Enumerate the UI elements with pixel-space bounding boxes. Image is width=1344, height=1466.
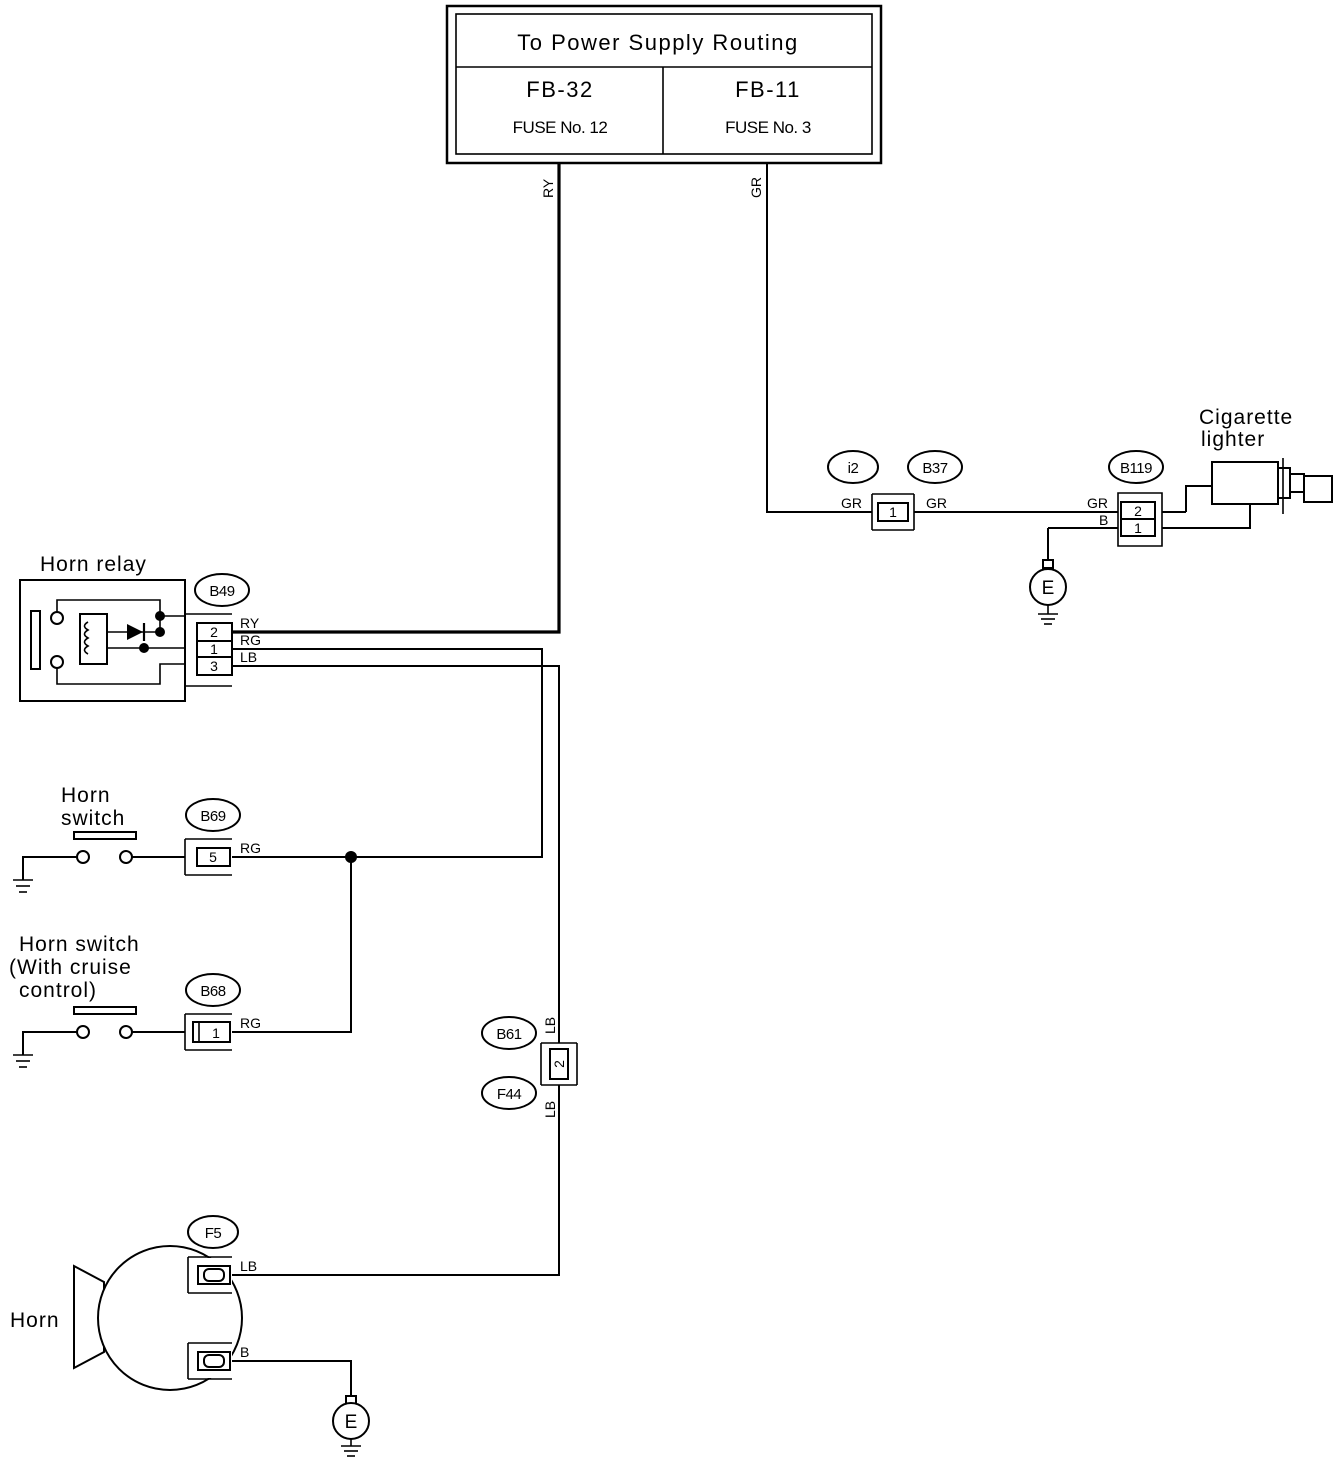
horn-switch-label-2: switch [61, 807, 125, 830]
horn-switch-cruise-label-2: (With cruise [9, 956, 132, 979]
cigarette-lighter-label-1: Cigarette [1199, 406, 1293, 429]
pin-b119-1: 1 [1134, 520, 1142, 536]
fuse-number-12: FUSE No. 12 [513, 118, 608, 137]
connector-tag-i2: i2 [848, 460, 859, 477]
cigarette-lighter-label-2: lighter [1201, 428, 1265, 451]
connector-tag-b119: B119 [1120, 460, 1152, 477]
connector-tag-b49: B49 [209, 583, 234, 600]
horn-relay-label: Horn relay [40, 553, 147, 576]
horn-switch-cruise: Horn switch (With cruise control) [9, 933, 185, 1068]
wire-label-ry-vertical: RY [540, 178, 556, 198]
fuse-box-fb11: FB-11 [735, 77, 801, 102]
ground-e-horn: E [232, 1360, 370, 1457]
connector-tag-b69: B69 [200, 808, 225, 825]
connector-tag-b37: B37 [922, 460, 947, 477]
horn-label: Horn [10, 1309, 60, 1332]
wire-label-lb-horn: LB [240, 1258, 257, 1274]
horn-relay: Horn relay [19, 553, 186, 702]
wire-label-ry-relay: RY [240, 615, 260, 631]
cigarette-lighter: Cigarette lighter [1199, 406, 1333, 514]
wire-label-rg-relay: RG [240, 632, 261, 648]
connector-b49: B49 2 1 3 RY RG LB [184, 573, 261, 687]
fuse-number-3: FUSE No. 3 [725, 118, 811, 137]
connector-tag-b61: B61 [496, 1026, 521, 1043]
pin-b119-2: 2 [1134, 503, 1142, 519]
connector-b61-f44: B61 F44 2 [481, 1016, 578, 1110]
wire-label-gr-b37: GR [926, 495, 947, 511]
pin-b49-2: 2 [210, 624, 218, 640]
wire-gr: GR GR GR GR [748, 163, 1118, 513]
wire-label-b-horn: B [240, 1344, 249, 1360]
pin-b69-5: 5 [209, 849, 217, 865]
connector-b69: B69 5 RG [184, 798, 261, 876]
wire-lb: LB LB [232, 665, 560, 1276]
power-box-title: To Power Supply Routing [517, 30, 799, 55]
horn-switch-cruise-label-3: control) [19, 979, 97, 1002]
horn: Horn LB B [10, 1245, 257, 1391]
wire-label-gr-vertical: GR [748, 177, 764, 198]
connector-tag-b68: B68 [200, 983, 225, 1000]
wire-label-lb-f44: LB [542, 1101, 558, 1118]
wire-label-gr-i2: GR [841, 495, 862, 511]
horn-switch-cruise-label-1: Horn switch [19, 933, 140, 956]
connector-tag-f5: F5 [205, 1225, 222, 1242]
ground-label-horn: E [345, 1412, 358, 1433]
wire-label-rg-b69: RG [240, 840, 261, 856]
pin-i2-1: 1 [889, 504, 897, 520]
connector-tag-f44: F44 [497, 1086, 522, 1103]
wire-label-lb-b61: LB [542, 1017, 558, 1034]
wire-label-lb-relay: LB [240, 649, 257, 665]
wire-rg [232, 648, 543, 1033]
connector-i2-b37: i2 B37 1 [827, 450, 963, 531]
connector-b119: B119 2 1 B [1048, 450, 1251, 547]
horn-switch: Horn switch [13, 784, 185, 893]
ground-e-lighter: E [1029, 528, 1067, 625]
pin-b61-2: 2 [551, 1060, 567, 1068]
connector-f5: F5 [187, 1215, 239, 1249]
pin-b68-1: 1 [212, 1025, 220, 1041]
pin-b49-1: 1 [210, 641, 218, 657]
wire-label-gr-b119: GR [1087, 495, 1108, 511]
horn-switch-label-1: Horn [61, 784, 111, 807]
wire-label-rg-b68: RG [240, 1015, 261, 1031]
ground-label-lighter: E [1042, 578, 1055, 599]
pin-b49-3: 3 [210, 658, 218, 674]
wire-ry: RY [232, 163, 561, 634]
wire-label-b-b119: B [1099, 512, 1108, 528]
fuse-box-fb32: FB-32 [526, 77, 593, 102]
connector-b68: B68 1 RG [184, 973, 261, 1051]
power-supply-box: To Power Supply Routing FB-32 FUSE No. 1… [445, 4, 883, 165]
